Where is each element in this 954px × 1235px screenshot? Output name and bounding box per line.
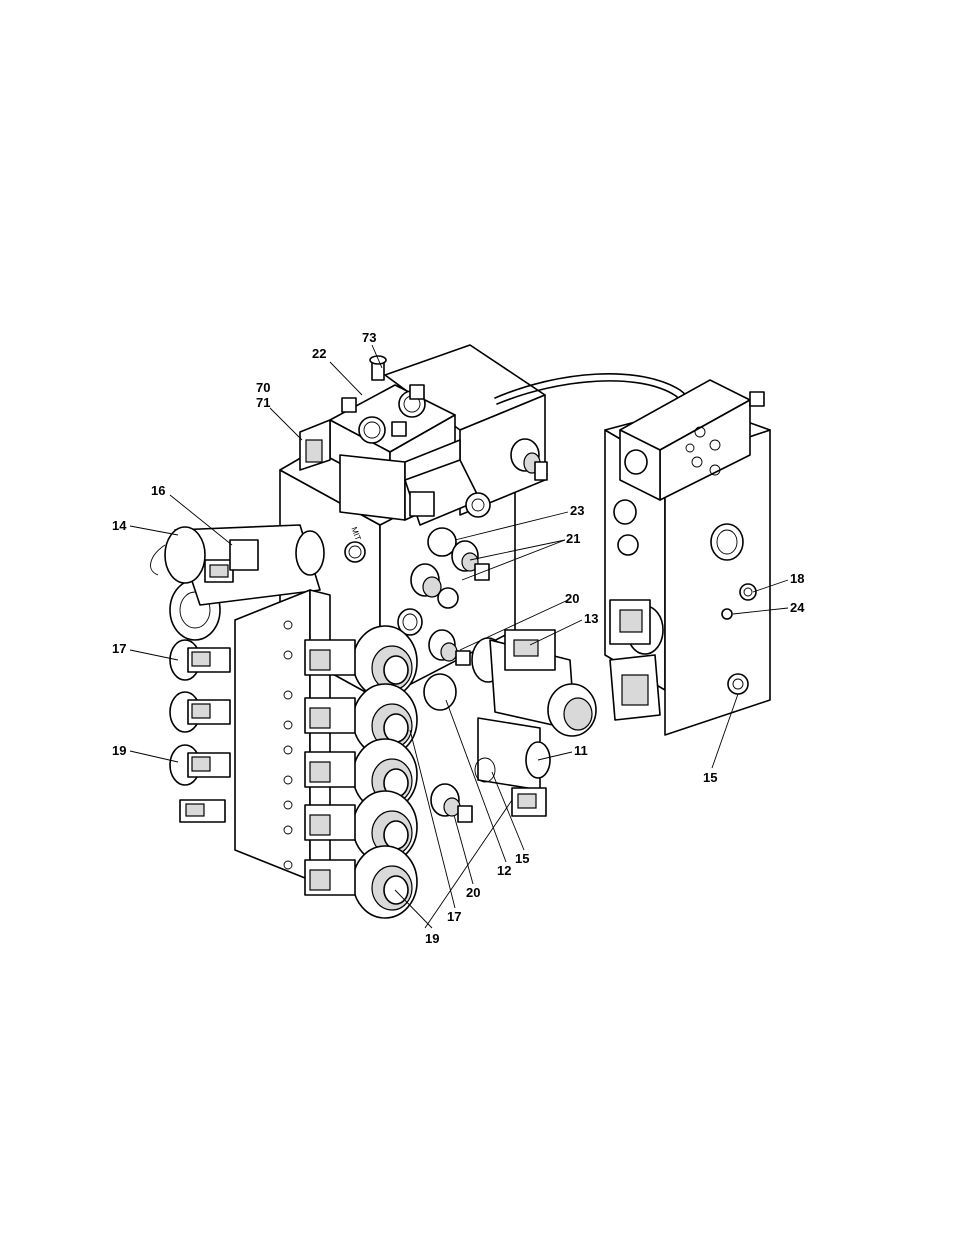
callout-17-bottom: 17	[447, 909, 461, 924]
callout-20-lower: 20	[466, 885, 480, 900]
callout-24: 24	[790, 600, 805, 615]
svg-text:MIT: MIT	[349, 526, 362, 542]
callout-19-bottom: 19	[425, 931, 439, 946]
leader-lines	[129, 344, 789, 929]
callout-70: 70	[256, 380, 270, 395]
callout-15-right: 15	[703, 770, 717, 785]
callout-19-left: 19	[112, 743, 126, 758]
solenoid-13	[471, 629, 597, 817]
callout-73: 73	[362, 330, 376, 345]
front-fittings	[410, 527, 490, 823]
callout-labels: 73 22 70 71 16 14 23 21 20 13 17 19 11 1…	[112, 330, 805, 946]
left-connectors	[169, 620, 293, 870]
callout-20-upper: 20	[565, 591, 579, 606]
callout-16: 16	[151, 483, 165, 498]
callout-18: 18	[790, 571, 804, 586]
callout-12: 12	[497, 863, 511, 878]
callout-17-left: 17	[112, 641, 126, 656]
callout-14: 14	[112, 518, 127, 533]
callout-23: 23	[570, 503, 584, 518]
callout-21: 21	[566, 531, 580, 546]
callout-13: 13	[584, 611, 598, 626]
callout-15-center: 15	[515, 851, 529, 866]
cartridge-row	[304, 625, 418, 919]
callout-71: 71	[256, 395, 270, 410]
right-valve-block	[604, 379, 771, 736]
top-cartridge-head	[299, 355, 548, 526]
callout-11: 11	[574, 743, 588, 758]
callout-22: 22	[312, 346, 326, 361]
